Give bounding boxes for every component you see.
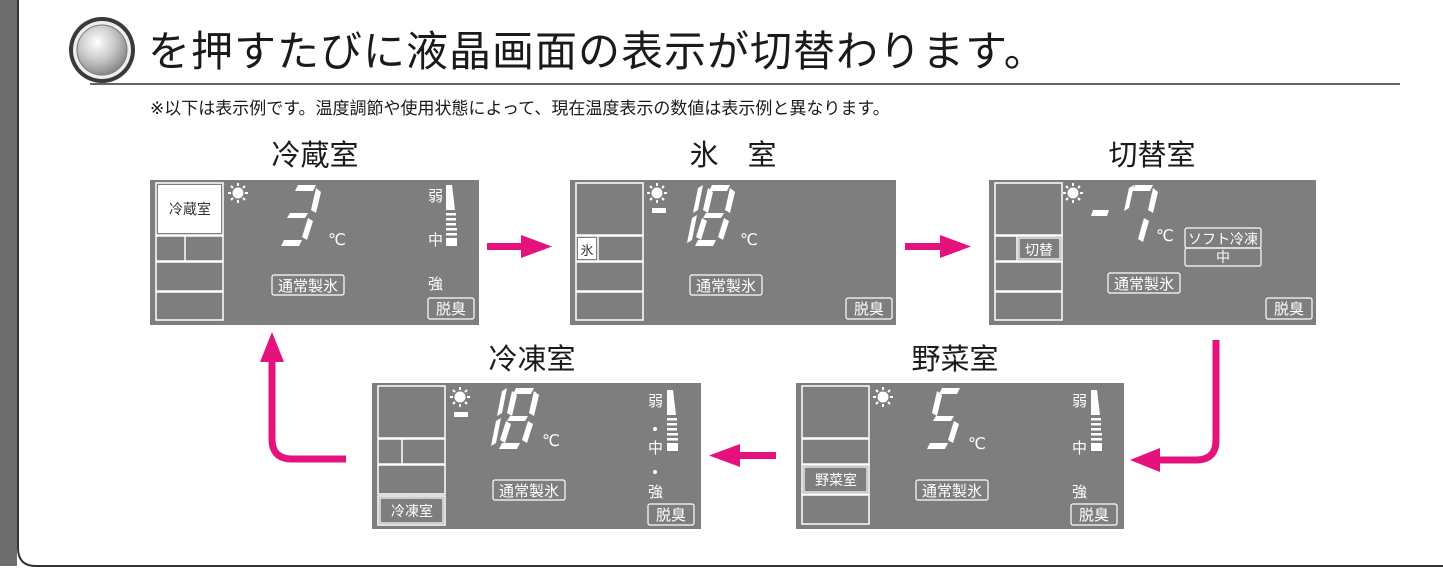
page-title: を押すたびに液晶画面の表示が切替わります。 — [148, 27, 1047, 76]
room-badge: 冷蔵室 — [169, 201, 211, 218]
room-badge: 切替 — [1025, 243, 1053, 259]
deodor-label: 脱臭 — [854, 300, 884, 318]
level-meter — [446, 185, 457, 246]
deodor-box — [1070, 503, 1118, 526]
temp-digit — [1091, 185, 1158, 242]
level-meter — [1091, 390, 1102, 451]
deodor-box — [1265, 297, 1313, 320]
level-dot — [653, 470, 657, 474]
deodor-label: 脱臭 — [1079, 506, 1109, 524]
deodor-box — [647, 503, 695, 526]
lcd-panel-reito: 冷凍室 ℃ 弱 中 — [372, 383, 701, 529]
fridge-diagram — [994, 182, 1063, 321]
level-mid: 中 — [648, 439, 663, 457]
lcd-panel-kirikae: 切替 ℃ ソフト冷凍 中 通常製氷 脱臭 — [989, 180, 1316, 325]
minus-sign — [652, 208, 666, 213]
room-highlight — [578, 238, 596, 259]
display-note: ※以下は表示例です。温度調節や使用状態によって、現在温度表示の数値は表示例と異な… — [150, 99, 890, 119]
temp-digit — [927, 388, 960, 449]
lcd-panel-hyo: 氷 ℃ 通常製氷 脱臭 — [570, 180, 896, 325]
room-badge: 冷凍室 — [391, 503, 433, 520]
arrow-left-icon — [709, 444, 776, 467]
room-highlight — [1018, 237, 1061, 260]
fridge-diagram — [377, 385, 446, 526]
temp-unit: ℃ — [542, 431, 560, 450]
level-dot — [653, 427, 657, 431]
level-strong: 強 — [648, 483, 663, 501]
soft-level-box — [1184, 247, 1262, 267]
fridge-diagram — [155, 182, 224, 321]
soft-freeze-label: ソフト冷凍 — [1188, 232, 1258, 248]
temp-unit: ℃ — [740, 230, 758, 249]
ice-mode: 通常製氷 — [696, 277, 756, 295]
sun-icon — [873, 387, 893, 407]
deodor-box — [427, 297, 475, 320]
level-mid: 中 — [428, 231, 443, 249]
ice-mode: 通常製氷 — [278, 277, 338, 295]
level-meter — [667, 390, 678, 451]
level-weak: 弱 — [648, 392, 663, 410]
temp-digit — [281, 185, 321, 246]
temp-digit — [687, 185, 735, 246]
ice-mode-box — [915, 479, 989, 501]
lcd-panel-reizo: 冷蔵室 ℃ 弱 中 強 — [150, 180, 479, 325]
sun-icon — [450, 387, 470, 407]
temp-unit: ℃ — [328, 230, 346, 249]
level-strong: 強 — [1072, 483, 1087, 501]
minus-sign — [454, 412, 468, 417]
ice-mode: 通常製氷 — [922, 482, 982, 500]
panel-title-hyo: 氷 室 — [689, 138, 776, 172]
deodor-label: 脱臭 — [436, 300, 466, 318]
temp-unit: ℃ — [968, 434, 986, 453]
temp-unit: ℃ — [1156, 226, 1174, 245]
arrow-right-icon — [487, 235, 552, 258]
arrow-down-left-icon — [1130, 340, 1220, 472]
room-badge: 野菜室 — [815, 472, 857, 489]
level-mid: 中 — [1072, 439, 1087, 457]
soft-level-label: 中 — [1216, 250, 1230, 266]
ice-mode: 通常製氷 — [499, 482, 559, 500]
room-badge: 氷 — [580, 244, 593, 259]
ice-mode-box — [1107, 272, 1181, 294]
ice-mode-box — [271, 274, 345, 296]
deodor-label: 脱臭 — [656, 506, 686, 524]
level-strong: 強 — [428, 275, 443, 293]
panel-title-yasai: 野菜室 — [911, 342, 998, 376]
frame-side-bar — [0, 0, 17, 566]
frame-border — [17, 0, 1443, 567]
room-highlight — [379, 497, 444, 524]
level-weak: 弱 — [1072, 392, 1087, 410]
fridge-diagram — [801, 385, 870, 525]
temp-digit — [491, 388, 539, 449]
button-icon — [69, 17, 135, 83]
lcd-panel-yasai: 野菜室 ℃ 弱 中 強 通常製氷 — [796, 383, 1124, 529]
panel-title-reizo: 冷蔵室 — [271, 138, 358, 172]
sun-icon — [1063, 183, 1083, 203]
ice-mode: 通常製氷 — [1114, 275, 1174, 293]
level-weak: 弱 — [428, 187, 443, 205]
room-highlight — [803, 466, 868, 493]
sun-icon — [228, 183, 248, 203]
deodor-label: 脱臭 — [1274, 300, 1304, 318]
panel-title-kirikae: 切替室 — [1108, 138, 1195, 172]
ice-mode-box — [689, 274, 763, 296]
deodor-box — [845, 297, 893, 320]
sun-icon — [647, 183, 667, 203]
room-highlight — [158, 185, 221, 233]
ice-mode-box — [492, 479, 566, 501]
panel-title-reito: 冷凍室 — [488, 342, 575, 376]
arrow-right-icon — [905, 235, 971, 258]
fridge-diagram — [575, 182, 644, 321]
arrow-up-icon — [260, 332, 346, 463]
